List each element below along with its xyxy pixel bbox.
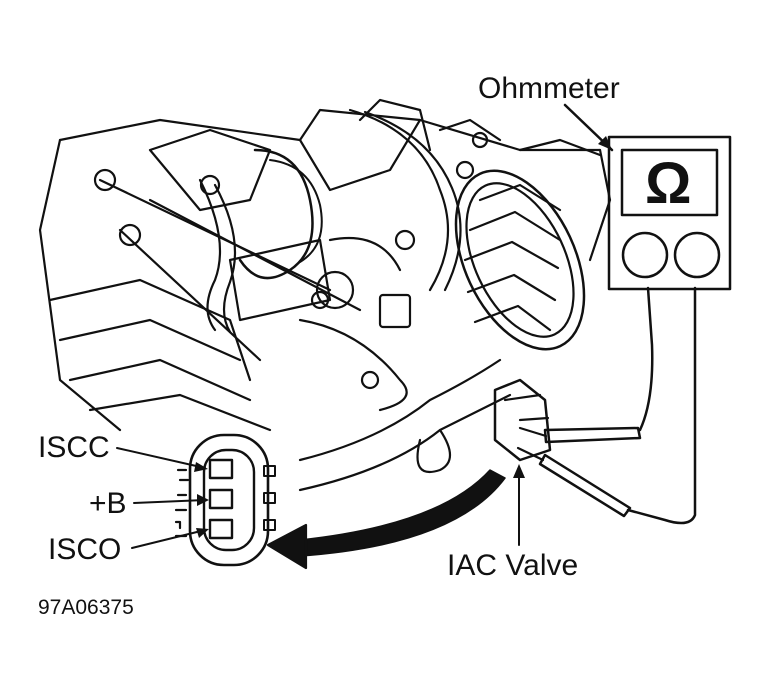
connector-callout-arrow: [266, 469, 506, 570]
iac-valve-label: IAC Valve: [447, 549, 579, 582]
hoses: [198, 108, 512, 492]
throttle-body: [454, 169, 586, 351]
ohmmeter: [563, 103, 732, 291]
isco-label: ISCO: [48, 533, 122, 566]
leader-lines: [116, 447, 525, 549]
test-leads: [516, 286, 697, 525]
iscc-label: ISCC: [38, 431, 110, 464]
ohm-symbol: Ω: [645, 151, 692, 216]
engine-block: [38, 98, 612, 432]
wiring: [93, 131, 489, 412]
plus-b-label: +B: [89, 487, 127, 520]
iac-valve-body: [493, 378, 552, 462]
ohmmeter-label: Ohmmeter: [478, 72, 620, 105]
figure-id-label: 97A06375: [38, 596, 134, 619]
